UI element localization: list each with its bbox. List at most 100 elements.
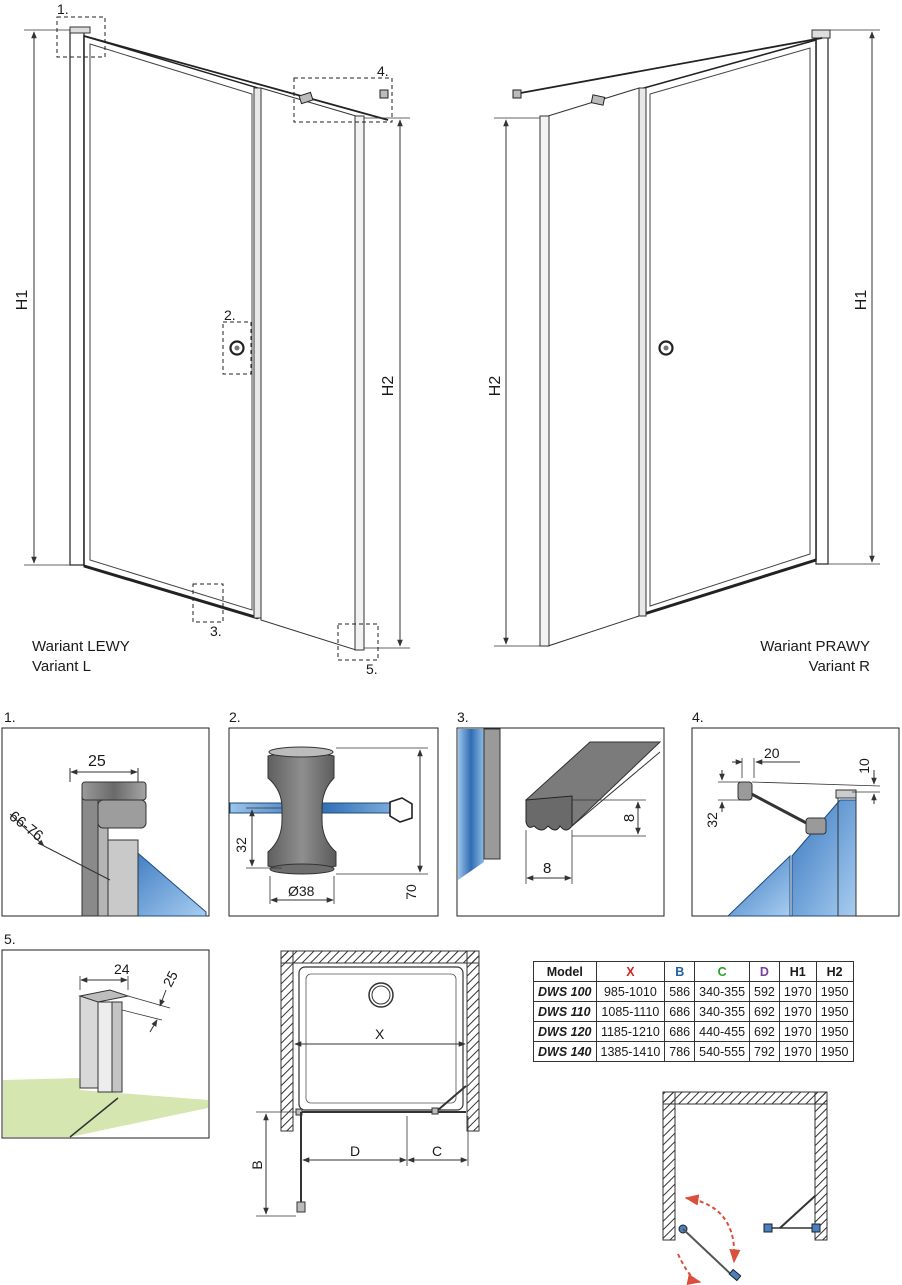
- table-header: D: [749, 961, 780, 982]
- knob-profile: [267, 751, 337, 872]
- table-row: DWS 100 985-1010 586 340-355 592 1970 19…: [533, 981, 854, 1002]
- plan-x-label: X: [375, 1026, 385, 1042]
- detail-5-width: 24: [114, 961, 130, 977]
- callout-box-3: [192, 583, 224, 623]
- detail-4-rise: 10: [856, 758, 872, 774]
- swing-diagram: [662, 1091, 828, 1285]
- table-cell: 1950: [815, 1041, 854, 1062]
- fixed-panel-profile-left: [354, 115, 365, 651]
- table-cell: 340-355: [694, 981, 751, 1002]
- detail-2-label: 2.: [229, 709, 241, 725]
- plan-b-label: B: [249, 1160, 265, 1169]
- detail-5-label: 5.: [4, 931, 16, 947]
- table-cell: 592: [749, 981, 780, 1002]
- detail-1: 1. 25 66-76: [1, 709, 210, 917]
- table-header: B: [664, 961, 696, 982]
- table-header: H2: [815, 961, 854, 982]
- right-variant-drawing: H1 H2 Wariant PRAWY Variant R: [487, 29, 880, 675]
- dimension-h1-right-label: H1: [853, 290, 870, 311]
- detail-3-width: 8: [543, 860, 551, 877]
- detail-2: 2. 70 32 Ø38: [228, 709, 439, 917]
- model-table: Model X B C D H1 H2 DWS 100 985-1010 586…: [533, 961, 854, 1062]
- detail-3: 3. 8 8: [456, 709, 665, 917]
- drain-icon: [368, 982, 394, 1008]
- table-cell: 686: [664, 1021, 696, 1042]
- table-header: X: [595, 961, 666, 982]
- detail-1-label: 1.: [4, 709, 16, 725]
- table-cell: 1950: [815, 1021, 854, 1042]
- table-cell: DWS 110: [533, 1001, 597, 1022]
- detail-5: 5. 24 25: [1, 931, 210, 1139]
- table-cell: 1185-1210: [595, 1021, 666, 1042]
- dimension-h2-right-label: H2: [487, 376, 504, 397]
- table-cell: 1385-1410: [595, 1041, 666, 1062]
- table-cell: 540-555: [694, 1041, 751, 1062]
- dimension-h1-left-label: H1: [14, 290, 31, 311]
- callout-label-1: 1.: [57, 1, 69, 17]
- table-cell: 1970: [778, 1021, 817, 1042]
- table-cell: 1950: [815, 1001, 854, 1022]
- left-variant-drawing: 1. 4. 2. 3. 5. H1 H2 Wariant LEWY Varian…: [14, 1, 410, 677]
- dimension-h2-left-label: H2: [380, 376, 397, 397]
- table-cell: DWS 140: [533, 1041, 597, 1062]
- wall-profile-left: [69, 29, 85, 566]
- detail-3-height: 8: [621, 814, 638, 822]
- table-cell: 792: [749, 1041, 780, 1062]
- callout-label-3: 3.: [210, 623, 222, 639]
- table-cell: 340-355: [694, 1001, 751, 1022]
- stabilizer-bar-right: [514, 37, 823, 95]
- callout-box-1: [56, 16, 106, 58]
- detail-2-height: 32: [233, 837, 249, 853]
- table-cell: 1085-1110: [595, 1001, 666, 1022]
- table-cell: 586: [664, 981, 696, 1002]
- door-panel-left: [83, 34, 259, 620]
- plan-c-label: C: [432, 1143, 442, 1159]
- table-cell: 440-455: [694, 1021, 751, 1042]
- fixed-panel-left: [260, 87, 357, 651]
- variant-right-title: Wariant PRAWY: [760, 638, 870, 655]
- detail-4: 4. 20 10 32: [691, 709, 900, 917]
- table-cell: 985-1010: [595, 981, 666, 1002]
- table-cell: DWS 120: [533, 1021, 597, 1042]
- callout-label-4: 4.: [377, 63, 389, 79]
- variant-right-subtitle: Variant R: [809, 658, 871, 675]
- callout-box-2: [222, 321, 252, 375]
- fixed-panel-right: [547, 87, 640, 647]
- detail-2-total: 70: [403, 884, 419, 900]
- table-cell: 786: [664, 1041, 696, 1062]
- table-cell: 1970: [778, 981, 817, 1002]
- detail-4-label: 4.: [692, 709, 704, 725]
- callout-label-2: 2.: [224, 307, 236, 323]
- callout-label-5: 5.: [366, 661, 378, 677]
- callout-box-4: [293, 77, 393, 123]
- table-header: C: [694, 961, 751, 982]
- table-cell: 1970: [778, 1041, 817, 1062]
- callout-box-5: [337, 623, 379, 661]
- variant-left-subtitle: Variant L: [32, 658, 91, 675]
- detail-1-width: 25: [88, 753, 106, 770]
- table-row: DWS 110 1085-1110 686 340-355 692 1970 1…: [533, 1001, 854, 1022]
- detail-4-height: 32: [704, 812, 720, 828]
- table-cell: 692: [749, 1001, 780, 1022]
- plan-d-label: D: [350, 1143, 360, 1159]
- table-header: H1: [778, 961, 817, 982]
- detail-2-diameter: Ø38: [288, 883, 315, 899]
- shower-tray: [298, 966, 464, 1111]
- swing-arrow-icon: [684, 1194, 741, 1264]
- table-row: DWS 140 1385-1410 786 540-555 792 1970 1…: [533, 1041, 854, 1062]
- variant-left-title: Wariant LEWY: [32, 638, 130, 655]
- door-panel-right: [643, 39, 817, 616]
- table-cell: 692: [749, 1021, 780, 1042]
- stabilizer-bar-left: [83, 35, 389, 121]
- table-cell: 1970: [778, 1001, 817, 1022]
- table-cell: 1950: [815, 981, 854, 1002]
- detail-3-label: 3.: [457, 709, 469, 725]
- table-header: Model: [533, 961, 597, 982]
- plan-view: X B D C: [249, 950, 480, 1217]
- table-header-row: Model X B C D H1 H2: [533, 961, 854, 982]
- detail-5-depth: 25: [160, 968, 182, 989]
- wall-profile-right: [815, 35, 829, 565]
- table-cell: 686: [664, 1001, 696, 1022]
- table-row: DWS 120 1185-1210 686 440-455 692 1970 1…: [533, 1021, 854, 1042]
